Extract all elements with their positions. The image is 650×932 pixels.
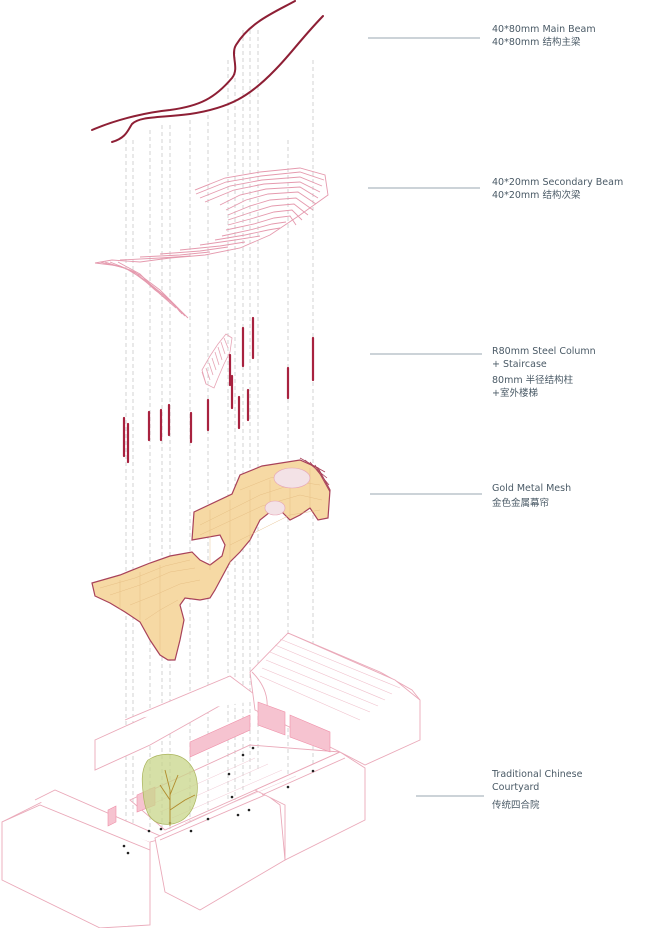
steel-column-label-en-2: + Staircase bbox=[492, 359, 547, 370]
courtyard-label-en-1: Traditional Chinese bbox=[492, 769, 583, 780]
secondary-beam-label-zh: 40*20mm 结构次梁 bbox=[492, 190, 581, 201]
main-beam-label-en: 40*80mm Main Beam bbox=[492, 24, 596, 35]
secondary-beam-label-en: 40*20mm Secondary Beam bbox=[492, 177, 624, 188]
courtyard-label: Traditional Chinese Courtyard 传统四合院 bbox=[492, 768, 582, 812]
steel-column-label-zh-2: +室外楼梯 bbox=[492, 388, 538, 399]
steel-column-label-en-1: R80mm Steel Column bbox=[492, 346, 596, 357]
staircase-layer bbox=[201, 333, 233, 389]
steel-column-label-zh-1: 80mm 半径结构柱 bbox=[492, 375, 574, 386]
courtyard-label-en-2: Courtyard bbox=[492, 782, 540, 793]
gold-mesh-label: Gold Metal Mesh 金色金属幕帘 bbox=[492, 482, 571, 510]
main-beam-label-zh: 40*80mm 结构主梁 bbox=[492, 37, 581, 48]
main-beam-layer bbox=[91, 0, 324, 143]
main-beam-label: 40*80mm Main Beam 40*80mm 结构主梁 bbox=[492, 23, 596, 49]
steel-column-label: R80mm Steel Column + Staircase 80mm 半径结构… bbox=[492, 345, 596, 400]
courtyard-label-zh: 传统四合院 bbox=[492, 800, 540, 811]
gold-mesh-label-en: Gold Metal Mesh bbox=[492, 483, 572, 494]
courtyard-layer bbox=[1, 632, 421, 929]
leader-lines bbox=[368, 37, 484, 797]
steel-column-layer bbox=[122, 316, 315, 464]
projection-lines bbox=[125, 30, 314, 860]
tree bbox=[141, 753, 198, 826]
gold-mesh-layer bbox=[91, 457, 331, 661]
secondary-beam-layer bbox=[94, 167, 329, 319]
gold-mesh-label-zh: 金色金属幕帘 bbox=[492, 498, 550, 509]
secondary-beam-label: 40*20mm Secondary Beam 40*20mm 结构次梁 bbox=[492, 176, 623, 202]
